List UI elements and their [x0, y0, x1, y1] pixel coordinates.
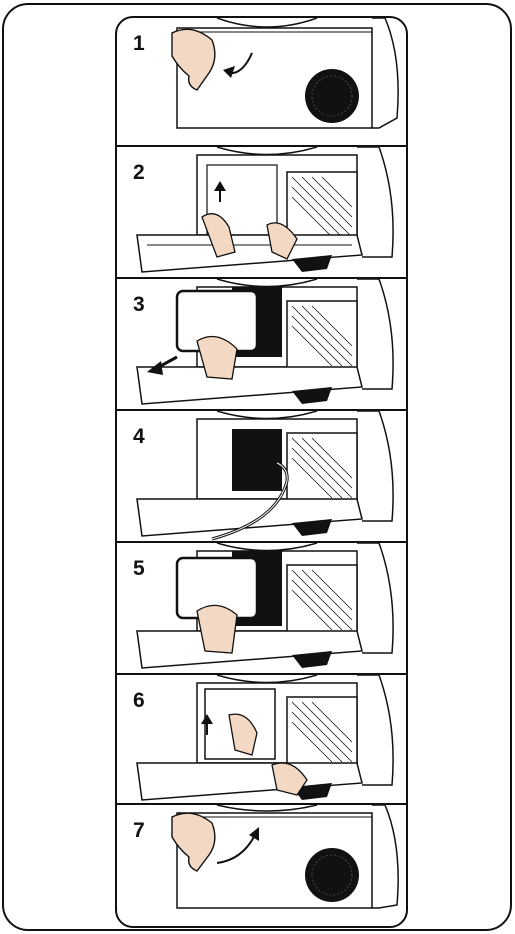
step-6-panel: 6 [117, 675, 406, 803]
close-panel-hand-icon [117, 805, 406, 928]
lock-filter-icon [117, 675, 406, 803]
step-2-panel: 2 [117, 147, 406, 277]
clean-chamber-icon [117, 411, 406, 541]
close-door-hand-icon [117, 18, 406, 145]
open-panel-icon [117, 147, 406, 277]
step-number: 6 [133, 689, 145, 713]
steps-strip: 1 2 [115, 16, 408, 928]
step-number: 2 [133, 161, 145, 185]
step-number: 7 [133, 819, 145, 843]
pull-filter-icon [117, 279, 406, 409]
insert-filter-icon [117, 543, 406, 673]
step-3-panel: 3 [117, 279, 406, 409]
step-number: 4 [133, 425, 145, 449]
step-1-panel: 1 [117, 18, 406, 145]
step-5-panel: 5 [117, 543, 406, 673]
step-number: 3 [133, 293, 145, 317]
step-7-panel: 7 [117, 805, 406, 928]
step-4-panel: 4 [117, 411, 406, 541]
step-number: 1 [133, 32, 145, 56]
step-number: 5 [133, 557, 145, 581]
